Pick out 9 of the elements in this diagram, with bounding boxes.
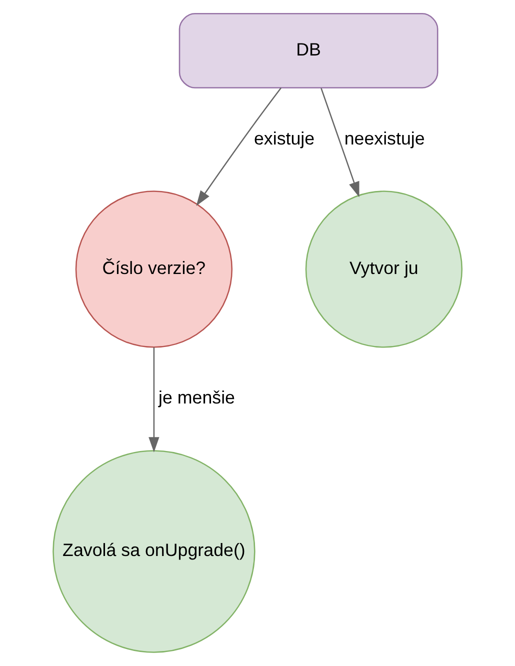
edge-label: neexistuje — [344, 128, 425, 148]
node-circle: Vytvor ju — [305, 190, 463, 348]
arrow — [148, 347, 160, 452]
arrow — [196, 87, 282, 206]
arrow — [320, 88, 360, 198]
edge-label: je menšie — [158, 388, 236, 408]
edge-label: existuje — [254, 128, 315, 148]
node-circle: Zavolá sa onUpgrade() — [52, 450, 256, 653]
node-box: DB — [178, 13, 438, 88]
